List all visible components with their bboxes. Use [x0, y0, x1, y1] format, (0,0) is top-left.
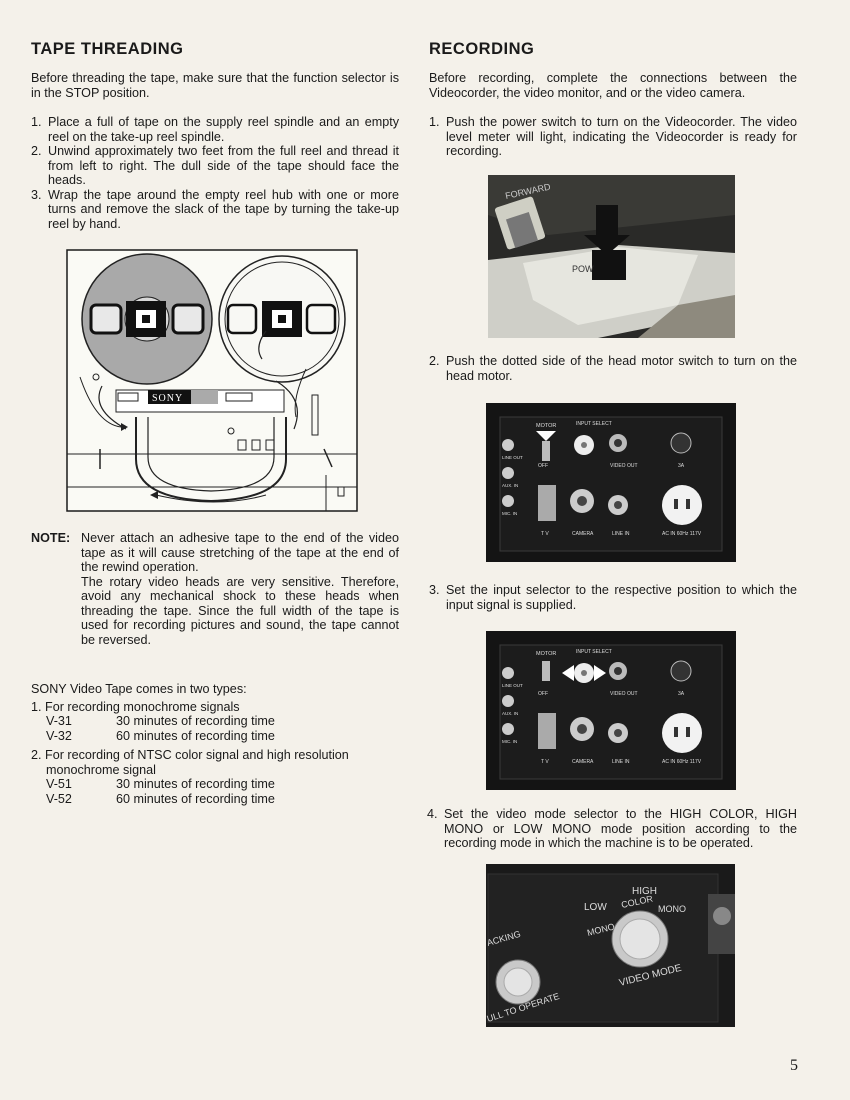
svg-text:CAMERA: CAMERA [572, 531, 594, 537]
tape-threading-diagram: SONY [66, 249, 358, 512]
intro-paragraph: Before recording, complete the connectio… [429, 71, 797, 100]
svg-text:MOTOR: MOTOR [536, 651, 556, 657]
tape-types-list: SONY Video Tape comes in two types: 1. F… [31, 682, 399, 806]
input-selector-photo: MOTOR INPUT SELECT OFF LINE OUT VIDEO OU… [486, 631, 736, 790]
type-title: 1. For recording monochrome signals [31, 699, 240, 714]
svg-text:HIGH: HIGH [632, 886, 657, 897]
svg-text:T V: T V [541, 531, 549, 537]
step-4: 4.Set the video mode selector to the HIG… [427, 807, 797, 851]
power-switch-photo: FORWARD POW [488, 175, 735, 338]
list-item: 1.Push the power switch to turn on the V… [429, 115, 797, 158]
list-item: 4.Set the video mode selector to the HIG… [427, 807, 797, 850]
note-paragraph: The rotary video heads are very sensitiv… [81, 574, 399, 647]
svg-text:INPUT SELECT: INPUT SELECT [576, 421, 612, 427]
list-item: 2.Unwind approximately two feet from the… [31, 144, 399, 187]
svg-text:OFF: OFF [538, 691, 548, 697]
list-item: 3.Set the input selector to the respecti… [429, 583, 797, 612]
list-item: 2.Push the dotted side of the head motor… [429, 354, 797, 383]
svg-text:LINE OUT: LINE OUT [502, 683, 523, 688]
section-heading: RECORDING [429, 40, 535, 58]
svg-text:T V: T V [541, 759, 549, 765]
svg-text:VIDEO OUT: VIDEO OUT [610, 463, 638, 469]
page-number: 5 [790, 1057, 798, 1074]
threading-steps: 1.Place a full of tape on the supply ree… [31, 115, 399, 231]
type-title: 2. For recording of NTSC color signal an… [31, 748, 349, 777]
list-item: 1.Place a full of tape on the supply ree… [31, 115, 399, 144]
sony-logo: SONY [152, 393, 183, 404]
svg-text:LOW: LOW [584, 902, 607, 913]
svg-text:3A: 3A [678, 691, 685, 697]
section-heading: TAPE THREADING [31, 40, 184, 58]
recording-section: RECORDING Before recording, complete the… [429, 40, 797, 159]
intro-paragraph: Before threading the tape, make sure tha… [31, 71, 399, 100]
svg-text:MONO: MONO [658, 904, 686, 914]
svg-text:VIDEO OUT: VIDEO OUT [610, 691, 638, 697]
svg-text:AC IN 60Hz 117V: AC IN 60Hz 117V [662, 531, 702, 537]
svg-text:AUX. IN: AUX. IN [502, 711, 518, 716]
svg-text:OFF: OFF [538, 463, 548, 469]
svg-text:3A: 3A [678, 463, 685, 469]
svg-text:MOTOR: MOTOR [536, 423, 556, 429]
list-item: 3.Wrap the tape around the empty reel hu… [31, 187, 399, 231]
svg-text:LINE IN: LINE IN [612, 531, 630, 537]
types-intro: SONY Video Tape comes in two types: [31, 682, 247, 696]
svg-text:LINE OUT: LINE OUT [502, 455, 523, 460]
step-3: 3.Set the input selector to the respecti… [429, 583, 797, 612]
svg-text:MIC. IN: MIC. IN [502, 511, 517, 516]
svg-text:INPUT SELECT: INPUT SELECT [576, 649, 612, 655]
svg-text:AC IN 60Hz 117V: AC IN 60Hz 117V [662, 759, 702, 765]
tape-threading-section: TAPE THREADING Before threading the tape… [31, 40, 399, 231]
svg-text:POW: POW [572, 264, 594, 274]
video-mode-selector-photo: LOW COLOR HIGH MONO MONO VIDEO MODE ACKI… [486, 864, 735, 1027]
note-paragraph: Never attach an adhesive tape to the end… [81, 531, 399, 574]
connector-panel-photo: MOTOR INPUT SELECT OFF LINE OUT VIDEO OU… [486, 403, 736, 562]
svg-text:CAMERA: CAMERA [572, 759, 594, 765]
svg-text:AUX. IN: AUX. IN [502, 483, 518, 488]
svg-text:MIC. IN: MIC. IN [502, 739, 517, 744]
svg-text:LINE IN: LINE IN [612, 759, 630, 765]
step-2: 2.Push the dotted side of the head motor… [429, 354, 797, 383]
note-label: NOTE: [31, 531, 71, 545]
note-block: NOTE: Never attach an adhesive tape to t… [31, 531, 399, 647]
